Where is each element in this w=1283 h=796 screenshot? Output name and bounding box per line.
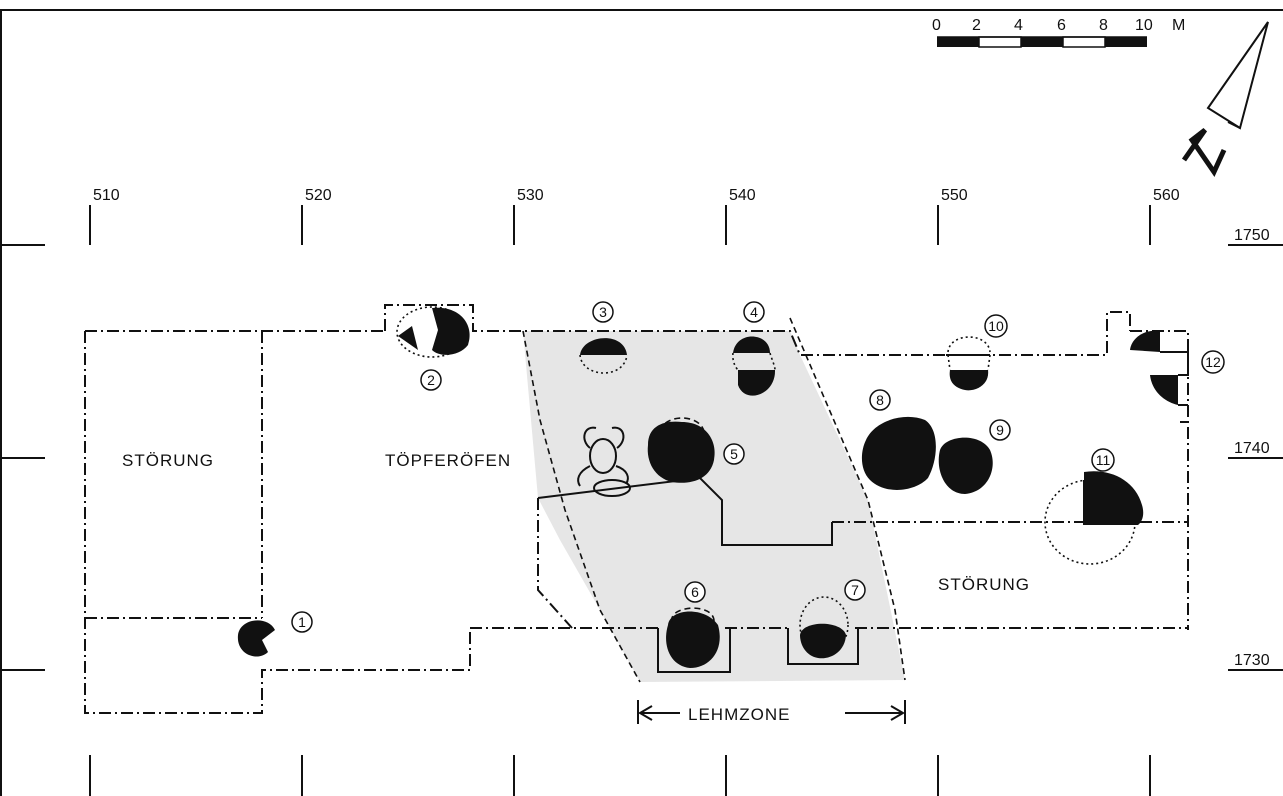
kiln-structure-icon xyxy=(577,426,631,497)
svg-text:5: 5 xyxy=(730,446,738,462)
label-toepferoefen: TÖPFERÖFEN xyxy=(385,451,511,470)
feature-7-section xyxy=(787,628,859,665)
y-label-1740: 1740 xyxy=(1234,440,1270,457)
scale-tick-2: 2 xyxy=(972,17,981,34)
y-label-1750: 1750 xyxy=(1234,227,1270,244)
feature-10-outline xyxy=(947,336,991,353)
feature-number-8: 8 xyxy=(869,389,891,411)
feature-11-pit xyxy=(1084,471,1144,525)
grid-ticks-side xyxy=(1,244,1283,671)
svg-text:3: 3 xyxy=(599,304,607,320)
svg-text:4: 4 xyxy=(750,304,758,320)
feature-number-4: 4 xyxy=(743,301,765,323)
scale-tick-10: 10 xyxy=(1135,17,1153,34)
svg-text:12: 12 xyxy=(1205,354,1221,370)
feature-1-pit xyxy=(237,620,275,657)
feature-number-12: 12 xyxy=(1201,350,1225,374)
x-label-550: 550 xyxy=(941,187,968,204)
feature-5-pit xyxy=(647,421,715,483)
scale-tick-6: 6 xyxy=(1057,17,1066,34)
feature-6-outline xyxy=(671,607,715,623)
feature-2-pit xyxy=(432,307,470,355)
label-stoerung-east: STÖRUNG xyxy=(938,575,1030,594)
svg-text:6: 6 xyxy=(691,584,699,600)
feature-10-pit xyxy=(949,370,989,391)
feature-12-pit-north xyxy=(1130,330,1160,352)
feature-7-pit xyxy=(800,623,846,659)
feature-4-pit-south xyxy=(738,370,776,396)
svg-text:9: 9 xyxy=(996,422,1004,438)
scale-unit: M xyxy=(1172,17,1185,34)
lehmzone-dimension-arrow xyxy=(637,700,906,724)
grid-ticks-top xyxy=(89,205,1151,245)
feature-number-5: 5 xyxy=(723,443,745,465)
feature-number-10: 10 xyxy=(984,314,1008,338)
north-arrow-icon xyxy=(1181,21,1269,178)
svg-text:7: 7 xyxy=(851,582,859,598)
x-label-560: 560 xyxy=(1153,187,1180,204)
x-label-540: 540 xyxy=(729,187,756,204)
scale-tick-4: 4 xyxy=(1014,17,1023,34)
scale-tick-0: 0 xyxy=(932,17,941,34)
scale-tick-8: 8 xyxy=(1099,17,1108,34)
y-label-1730: 1730 xyxy=(1234,652,1270,669)
grid-ticks-bottom xyxy=(89,755,1151,796)
label-lehmzone: LEHMZONE xyxy=(688,705,790,724)
x-label-530: 530 xyxy=(517,187,544,204)
feature-6-pit xyxy=(666,611,720,668)
feature-12-pit-south xyxy=(1150,375,1178,405)
feature-8-pit xyxy=(861,416,936,490)
feature-number-7: 7 xyxy=(844,579,866,601)
feature-9-pit xyxy=(938,437,993,494)
x-label-520: 520 xyxy=(305,187,332,204)
west-disturbance-boundary xyxy=(84,330,471,714)
svg-text:8: 8 xyxy=(876,392,884,408)
feature-number-6: 6 xyxy=(684,581,706,603)
feature-number-1: 1 xyxy=(291,611,313,633)
x-label-510: 510 xyxy=(93,187,120,204)
feature-number-3: 3 xyxy=(592,301,614,323)
feature-number-11: 11 xyxy=(1091,448,1115,472)
lehmzone-area xyxy=(523,331,905,682)
feature-3-pit xyxy=(580,338,627,355)
svg-text:10: 10 xyxy=(988,318,1004,334)
feature-3-outline xyxy=(579,354,628,374)
scale-bar xyxy=(937,36,1147,48)
svg-text:1: 1 xyxy=(298,614,306,630)
label-stoerung-west: STÖRUNG xyxy=(122,451,214,470)
feature-2-pit-west xyxy=(398,326,418,350)
feature-number-2: 2 xyxy=(420,369,442,391)
svg-text:2: 2 xyxy=(427,372,435,388)
svg-text:11: 11 xyxy=(1096,452,1111,468)
feature-6-section xyxy=(657,628,731,673)
feature-4-outline xyxy=(732,352,776,371)
feature-4-pit-north xyxy=(733,336,770,353)
feature-number-9: 9 xyxy=(989,419,1011,441)
